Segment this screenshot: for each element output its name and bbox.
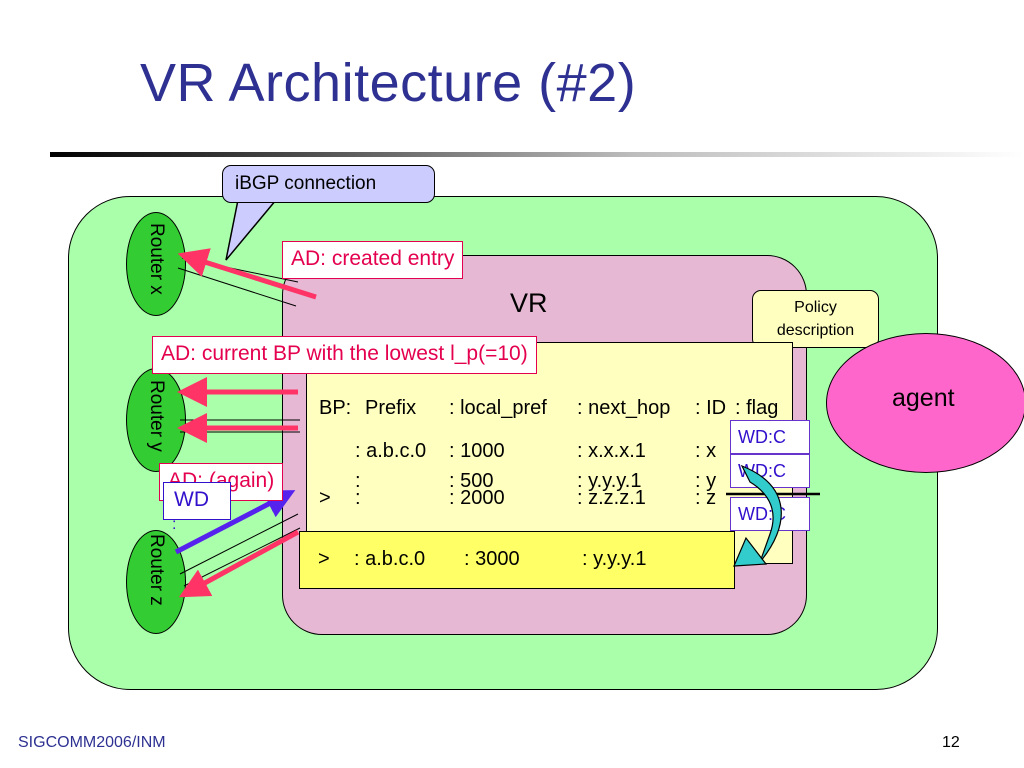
ad-created-entry-label: AD: created entry <box>282 241 464 279</box>
table-row: : : 500 : y.y.y.1 : y <box>319 457 716 500</box>
new-entry-marker: > <box>318 548 330 570</box>
table-cell-id: : x <box>695 440 717 462</box>
policy-line-1: Policy <box>794 299 837 316</box>
table-cell-local-pref: : 2000 <box>449 487 505 509</box>
wd-arrow-from-router-z <box>174 490 296 555</box>
vr-label: VR <box>510 288 548 318</box>
curved-arrow-head <box>733 536 768 567</box>
policy-description: Policy description <box>752 290 879 348</box>
table-cell-id: : z <box>695 487 717 509</box>
slide-title: VR Architecture (#2) <box>140 53 637 113</box>
table-cell-next-hop: : x.x.x.1 <box>577 440 646 462</box>
ibgp-connection-callout: iBGP connection <box>222 165 435 203</box>
title-divider <box>50 152 1024 157</box>
table-header-next-hop: : next_hop <box>577 397 671 419</box>
page-number: 12 <box>942 734 960 751</box>
table-header-prefix: Prefix <box>365 397 417 419</box>
agent-node <box>826 333 1024 473</box>
table-header-id: : ID <box>695 397 727 419</box>
wd-flag-1: WD:C <box>730 420 810 454</box>
table-row: >: : 2000 : z.z.z.1 : z <box>319 487 716 517</box>
ad-arrow-to-router-z <box>178 529 300 598</box>
table-cell-id: : y <box>695 470 717 492</box>
policy-line-2: description <box>776 322 855 339</box>
table-header-row: BP: Prefix : local_pref : next_hop : ID : fla… <box>319 397 778 427</box>
wd-label: WD <box>163 482 231 520</box>
table-header-flag: : flag <box>735 397 779 419</box>
footer-conference: SIGCOMM2006/INM <box>18 734 166 751</box>
bp-table: BP: Prefix : local_pref : next_hop : ID : fla… <box>306 342 793 564</box>
table-cell-prefix: : a.b.c.0 <box>355 440 427 462</box>
table-row: : a.b.c.0 : 1000 : x.x.x.1 : x <box>319 427 716 470</box>
link-router-z-line <box>179 513 299 575</box>
ad-current-bp-label: AD: current BP with the lowest l_p(=10) <box>152 336 537 374</box>
new-best-path-entry: > : a.b.c.0 : 3000 : y.y.y.1 <box>299 531 735 589</box>
router-z <box>126 530 186 634</box>
wd-dot: : <box>172 516 177 533</box>
table-cell-marker: > <box>319 487 331 509</box>
ibgp-callout-pointer <box>225 199 278 261</box>
ad-arrow-to-router-x <box>177 248 317 300</box>
table-header-bp: BP: <box>319 397 352 419</box>
table-cell-local-pref: : 1000 <box>449 440 505 462</box>
table-cell-local-pref: : 500 <box>449 470 494 492</box>
new-entry-local-pref: : 3000 <box>464 548 520 570</box>
table-cell-next-hop: : y.y.y.1 <box>577 470 642 492</box>
table-cell-prefix: : <box>355 487 361 509</box>
table-cell-next-hop: : z.z.z.1 <box>577 487 646 509</box>
new-entry-next-hop: : y.y.y.1 <box>582 548 647 570</box>
new-entry-prefix: : a.b.c.0 <box>354 548 426 570</box>
agent-label: agent <box>892 384 955 412</box>
new-entry-row: > : a.b.c.0 : 3000 : y.y.y.1 <box>318 548 646 578</box>
router-x <box>126 212 186 316</box>
table-cell-prefix: : <box>355 470 361 492</box>
table-header-local-pref: : local_pref <box>449 397 547 419</box>
